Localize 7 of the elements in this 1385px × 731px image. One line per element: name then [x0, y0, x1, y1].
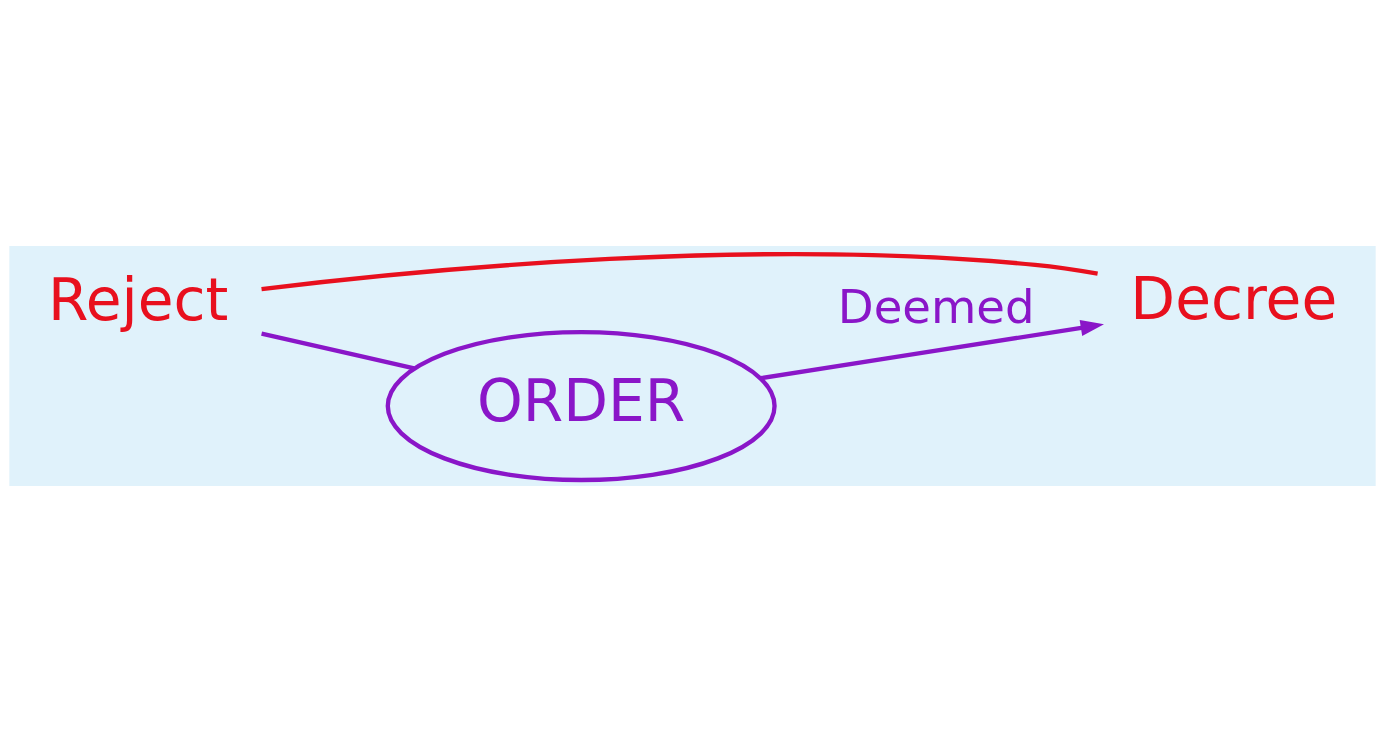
node-text: Reject: [47, 265, 229, 334]
node-text: Decree: [1130, 264, 1338, 333]
edge-label: Deemed: [837, 279, 1035, 334]
node-ellipse: ORDER: [385, 329, 777, 482]
connector: [261, 330, 415, 370]
arrow: [760, 319, 1104, 380]
connector: [261, 251, 1098, 291]
